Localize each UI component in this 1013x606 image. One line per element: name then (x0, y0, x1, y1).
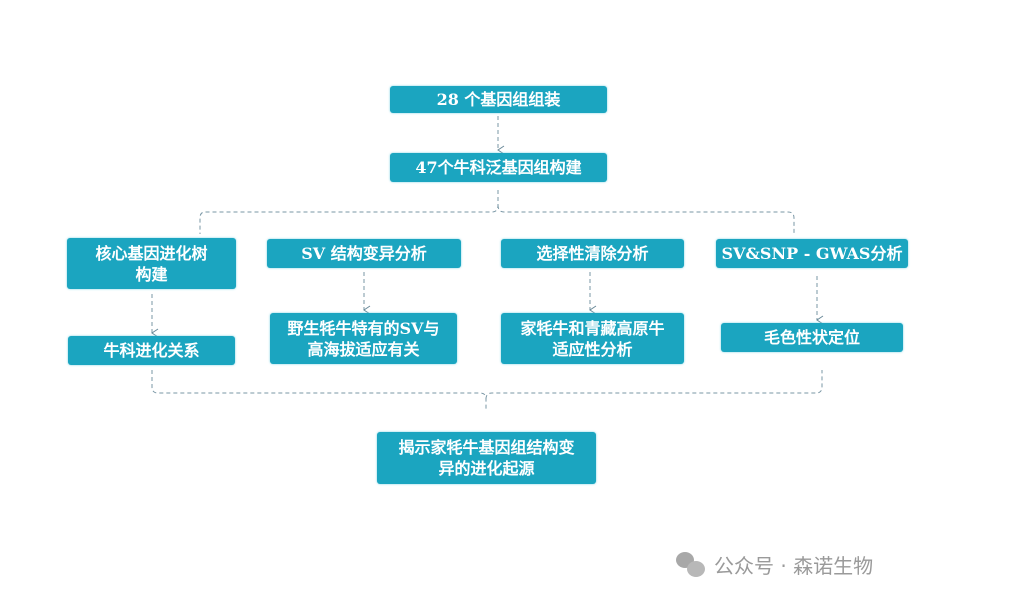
node-sv-analysis: SV 结构变异分析 (267, 239, 461, 268)
wechat-icon (676, 551, 706, 578)
node-yak-adaptation: 家牦牛和青藏高原牛 适应性分析 (501, 313, 684, 364)
node-label: 28 个基因组组装 (436, 90, 561, 109)
node-label: 揭示家牦牛基因组结构变 异的进化起源 (398, 438, 575, 478)
node-wild-yak-sv: 野生牦牛特有的SV与 高海拔适应有关 (270, 313, 457, 364)
node-gwas: SV&SNP - GWAS分析 (716, 239, 908, 268)
node-label: 核心基因进化树 构建 (95, 243, 208, 284)
node-label: SV 结构变异分析 (301, 244, 427, 263)
node-label: SV&SNP - GWAS分析 (721, 244, 903, 263)
merge-bracket-bottom (151, 370, 823, 410)
node-assembly: 28 个基因组组装 (390, 86, 607, 113)
node-label: 家牦牛和青藏高原牛 适应性分析 (520, 318, 665, 359)
watermark-text: 公众号 · 森诺生物 (714, 554, 874, 578)
branch-bracket-top (199, 190, 795, 234)
node-label: 选择性清除分析 (536, 244, 649, 263)
node-conclusion: 揭示家牦牛基因组结构变 异的进化起源 (377, 432, 596, 484)
node-pangenome: 47个牛科泛基因组构建 (390, 153, 607, 182)
node-coat-color: 毛色性状定位 (721, 323, 903, 352)
node-bovid-relation: 牛科进化关系 (68, 336, 235, 365)
watermark: 公众号 · 森诺生物 (676, 550, 873, 579)
node-label: 毛色性状定位 (763, 328, 860, 347)
node-label: 47个牛科泛基因组构建 (415, 158, 582, 177)
node-label: 牛科进化关系 (103, 341, 200, 360)
node-selective-sweep: 选择性清除分析 (501, 239, 684, 268)
node-label: 野生牦牛特有的SV与 高海拔适应有关 (287, 318, 440, 359)
node-core-tree: 核心基因进化树 构建 (67, 238, 236, 289)
